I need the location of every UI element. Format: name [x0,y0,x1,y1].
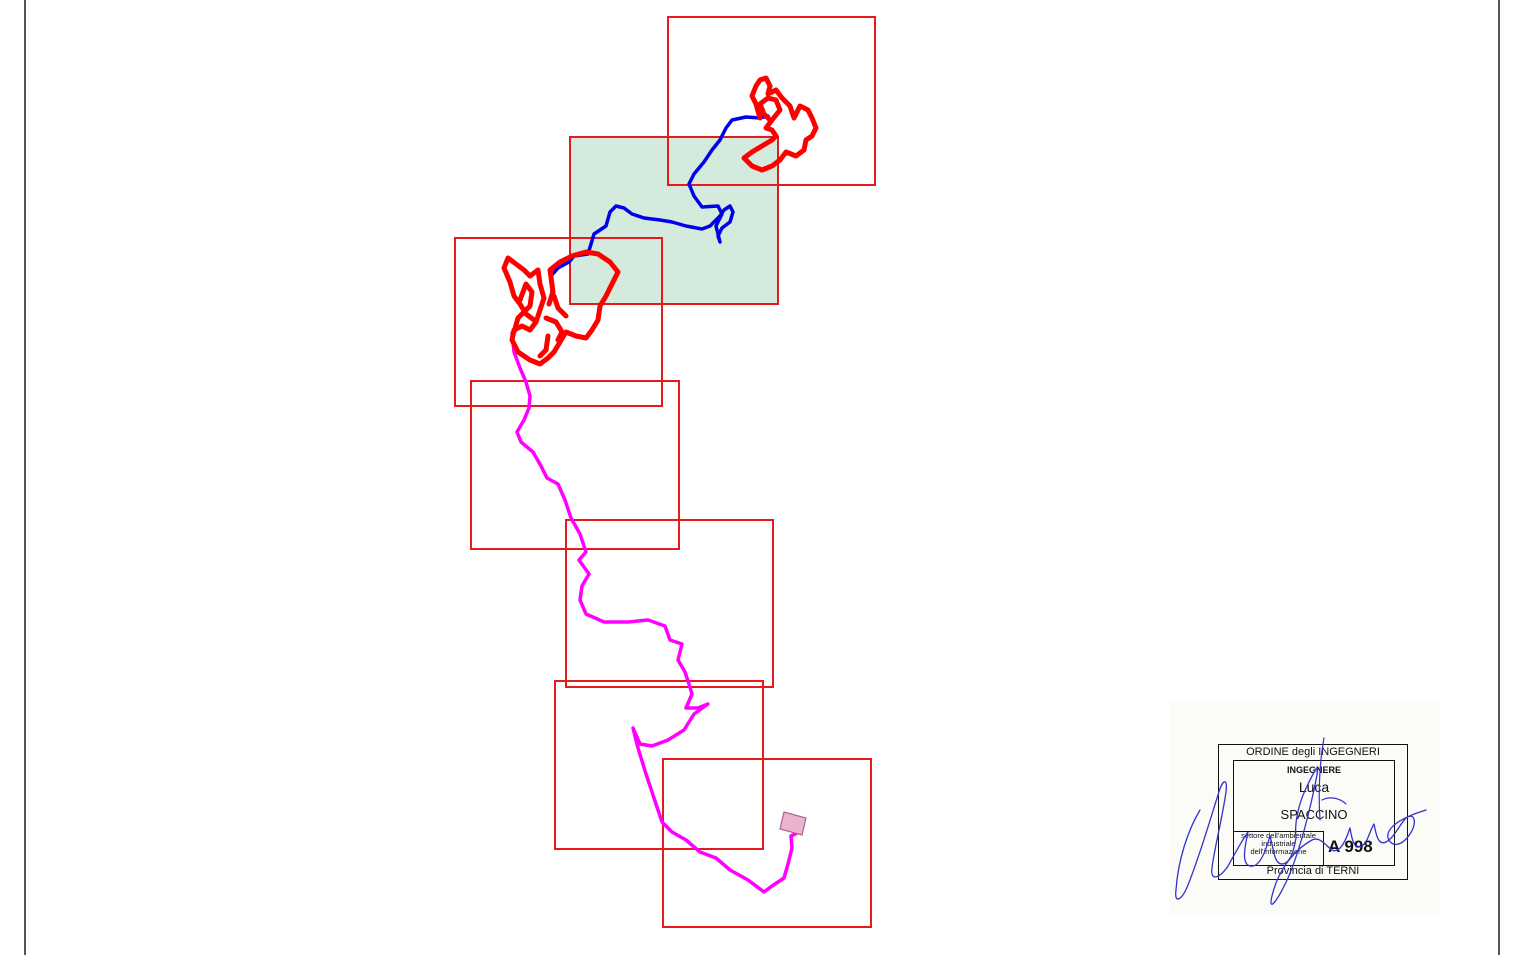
stamp-last-name: SPACCINO [1280,807,1348,822]
map-sheet-highlighted [569,136,779,305]
engineer-stamp: ORDINE degli INGEGNERI INGEGNERE Luca SP… [1170,700,1440,915]
map-sheet-frame [565,519,774,688]
route-magenta [510,331,799,894]
map-sheet-frame [662,758,872,928]
stamp-sector-line: dell'informazione [1250,847,1307,856]
stamp-sector-line: industriale [1261,839,1296,848]
stamp-sector-box: settore dell'ambientale industriale dell… [1234,831,1324,865]
map-sheet-frame [554,680,764,850]
stamp-registration-number: A 998 [1328,837,1373,856]
stamp-sector-line: settore dell'ambientale [1241,831,1316,840]
stamp-header: ORDINE degli INGEGNERI [1246,746,1380,758]
route-red-loop-west [501,249,621,367]
map-sheet-frame [667,16,876,186]
site-marker [779,811,807,836]
sheet-border-left [24,0,26,955]
handwritten-signature [1175,737,1427,905]
map-sheet-frame [470,380,680,550]
map-sheet-frame [454,237,663,407]
sheet-border-right [1498,0,1500,955]
stamp-title: INGEGNERE [1286,765,1341,775]
route-red-loop-north [741,75,819,173]
